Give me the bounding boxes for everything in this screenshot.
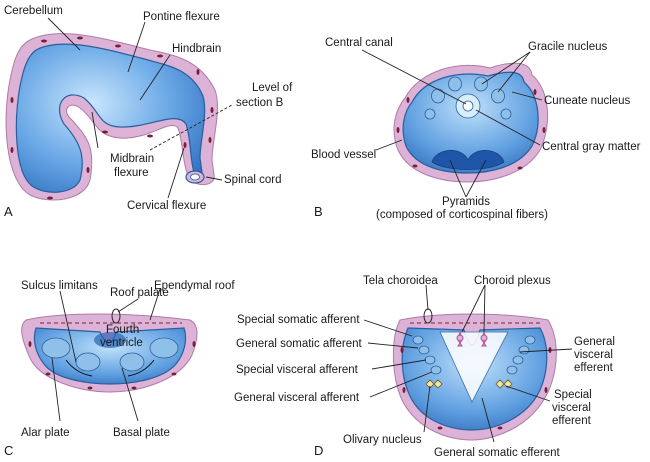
panel-letter-d: D	[314, 443, 323, 458]
label-general-somatic-efferent: General somatic efferent	[434, 447, 561, 459]
label-choroid-plexus: Choroid plexus	[474, 275, 551, 287]
membrane-cells-a	[10, 36, 214, 200]
membrane-cells-c	[28, 341, 196, 390]
label-cervical-flexure: Cervical flexure	[127, 200, 206, 212]
sulcus-arrow-right	[127, 359, 155, 377]
hindbrain-tissue	[15, 43, 206, 193]
label-general-visceral-afferent: General visceral afferent	[234, 392, 360, 404]
section-level-line	[149, 104, 233, 151]
label-roof-palate: Roof palate	[110, 287, 169, 299]
label-cuneate-nucleus: Cuneate nucleus	[544, 95, 631, 107]
label-fourth: Fourth	[106, 324, 139, 336]
panel-letter-b: B	[314, 204, 323, 219]
label-sve-line3: efferent	[552, 415, 592, 427]
label-blood-vessel: Blood vessel	[311, 149, 376, 161]
label-special-somatic-afferent: Special somatic afferent	[237, 314, 360, 326]
label-pyramids: Pyramids	[442, 196, 490, 208]
spinal-cord-lumen	[190, 173, 200, 181]
label-tela-choroidea: Tela choroidea	[363, 275, 438, 287]
dorsal-nuclei	[424, 76, 512, 120]
sulcus-arrow-left	[65, 359, 93, 377]
label-ependymal-roof: Ependymal roof	[154, 280, 235, 292]
label-section-b: section B	[236, 97, 284, 109]
choroid-plexus-tufts	[456, 331, 488, 347]
basal-plate-left	[75, 352, 101, 372]
label-basal-plate: Basal plate	[113, 427, 170, 439]
label-pontine-flexure: Pontine flexure	[143, 11, 220, 23]
label-spinal-cord: Spinal cord	[224, 174, 282, 186]
label-central-canal: Central canal	[325, 37, 393, 49]
panel-d: Tela choroidea Choroid plexus Special so…	[234, 275, 615, 459]
panel-letter-c: C	[4, 443, 13, 458]
panel-c: Roof palate Sulcus limitans Ependymal ro…	[4, 280, 235, 458]
membrane-cells-b	[396, 89, 546, 170]
panel-b: Central canal Gracile nucleus Cuneate nu…	[311, 37, 641, 221]
label-central-gray-matter: Central gray matter	[542, 141, 641, 153]
panel-letter-a: A	[4, 204, 13, 219]
membrane-cells-d	[400, 347, 552, 430]
label-ventricle: ventricle	[100, 337, 143, 349]
ventricle-v	[439, 331, 509, 403]
label-general-somatic-afferent: General somatic afferent	[236, 338, 363, 350]
label-gve-line1: General	[574, 336, 615, 348]
label-level-of: Level of	[252, 82, 293, 94]
alar-plate-right	[149, 337, 179, 359]
label-cerebellum: Cerebellum	[4, 5, 63, 17]
label-gve-line3: efferent	[574, 362, 614, 374]
label-flexure: flexure	[114, 167, 149, 179]
label-sve-line1: Special	[554, 389, 592, 401]
label-olivary-nucleus: Olivary nucleus	[343, 434, 422, 446]
roof-palate-loop	[111, 308, 121, 324]
label-sulcus-limitans: Sulcus limitans	[21, 280, 98, 292]
pyramids	[431, 150, 505, 170]
panel-a: Cerebellum Pontine flexure Hindbrain Lev…	[4, 5, 293, 219]
label-gracile-nucleus: Gracile nucleus	[528, 41, 608, 53]
label-sve-line2: visceral	[552, 402, 591, 414]
label-special-visceral-afferent: Special visceral afferent	[236, 364, 359, 376]
sensory-nuclei-left	[412, 335, 442, 375]
basal-plate-right	[119, 352, 145, 372]
special-visceral-efferent-nucleus	[495, 379, 513, 389]
label-gve-line2: visceral	[574, 349, 613, 361]
label-hindbrain: Hindbrain	[172, 43, 221, 55]
label-pyramids-note: (composed of corticospinal fibers)	[376, 209, 548, 221]
label-midbrain: Midbrain	[110, 153, 154, 165]
alar-plate-left	[41, 337, 71, 359]
central-canal	[462, 100, 474, 112]
label-alar-plate: Alar plate	[21, 427, 70, 439]
fourth-ventricle-floor	[94, 332, 126, 348]
